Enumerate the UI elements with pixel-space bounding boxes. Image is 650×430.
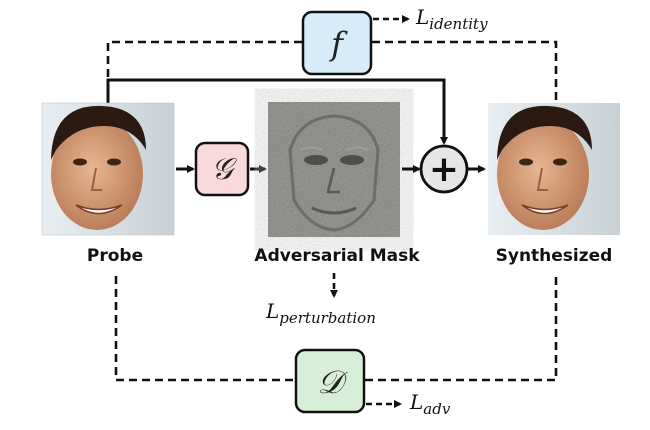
identity-path-line [106,40,303,103]
g-box [194,141,250,197]
mask-caption: Adversarial Mask [254,246,420,266]
d-box [294,348,366,414]
skip-connection-line [106,78,448,145]
adv-path-line-right [365,276,558,382]
synthesized-face-image [488,103,620,235]
adv-loss-label: Ladv [409,390,451,418]
synthesized-caption: Synthesized [496,246,613,266]
adversarial-mask-image [268,102,400,237]
adv-path-line-left [114,276,296,382]
plus-symbol: + [429,149,459,190]
perturbation-loss-label: Lperturbation [265,299,376,327]
identity-loss-label: Lidentity [415,5,488,33]
identity-path-line-right [372,40,558,103]
f-box [301,10,373,76]
probe-caption: Probe [87,246,143,266]
probe-face-image [41,102,175,236]
